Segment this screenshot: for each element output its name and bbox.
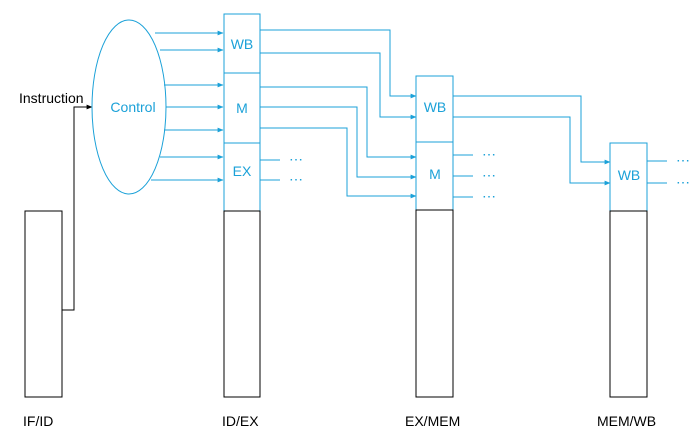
id-ex-ex-field xyxy=(223,142,261,212)
mem-wb-register-body xyxy=(609,210,648,398)
ex-mem-register-body xyxy=(415,209,454,398)
ex-mem-m-ellipsis-3: ⋯ xyxy=(482,188,497,204)
exmem-wb-to-memwb-2 xyxy=(453,116,611,186)
id-ex-ex-ellipsis-2: ⋯ xyxy=(289,171,304,187)
exmem-wb-to-memwb-1 xyxy=(453,95,611,165)
id-ex-m-field xyxy=(223,72,261,144)
id-ex-ex-ellipsis-1: ⋯ xyxy=(289,151,304,167)
stage-label-mem-wb: MEM/WB xyxy=(597,413,656,429)
mem-wb-ellipsis-2: ⋯ xyxy=(676,174,691,190)
m-to-exmem-m-2 xyxy=(260,106,417,180)
instruction-wire xyxy=(62,104,93,311)
stage-label-if-id: IF/ID xyxy=(23,413,53,429)
id-ex-wb-label: WB xyxy=(231,36,254,52)
ex-mem-wb-label: WB xyxy=(424,99,447,115)
id-ex-wb-field xyxy=(223,13,261,74)
if-id-register xyxy=(24,210,63,398)
m-to-exmem-m-3 xyxy=(260,127,417,199)
ex-mem-wb-field xyxy=(415,75,454,143)
id-ex-m-label: M xyxy=(236,100,248,116)
stage-label-ex-mem: EX/MEM xyxy=(405,413,460,429)
control-label: Control xyxy=(110,99,155,115)
mem-wb-wb-field xyxy=(609,142,648,212)
mem-wb-ellipsis-1: ⋯ xyxy=(676,152,691,168)
id-ex-register-body xyxy=(223,210,261,398)
m-to-exmem-m-1 xyxy=(260,86,417,160)
stage-label-id-ex: ID/EX xyxy=(222,413,259,429)
wb-to-exmem-wb-2 xyxy=(260,52,417,120)
ex-mem-m-ellipsis-1: ⋯ xyxy=(482,146,497,162)
ex-mem-m-ellipsis-2: ⋯ xyxy=(482,167,497,183)
mem-wb-wb-label: WB xyxy=(618,167,641,183)
wb-to-exmem-wb-1 xyxy=(260,29,417,99)
id-ex-ex-label: EX xyxy=(233,163,252,179)
ex-mem-m-label: M xyxy=(429,166,441,182)
instruction-label: Instruction xyxy=(19,90,84,106)
